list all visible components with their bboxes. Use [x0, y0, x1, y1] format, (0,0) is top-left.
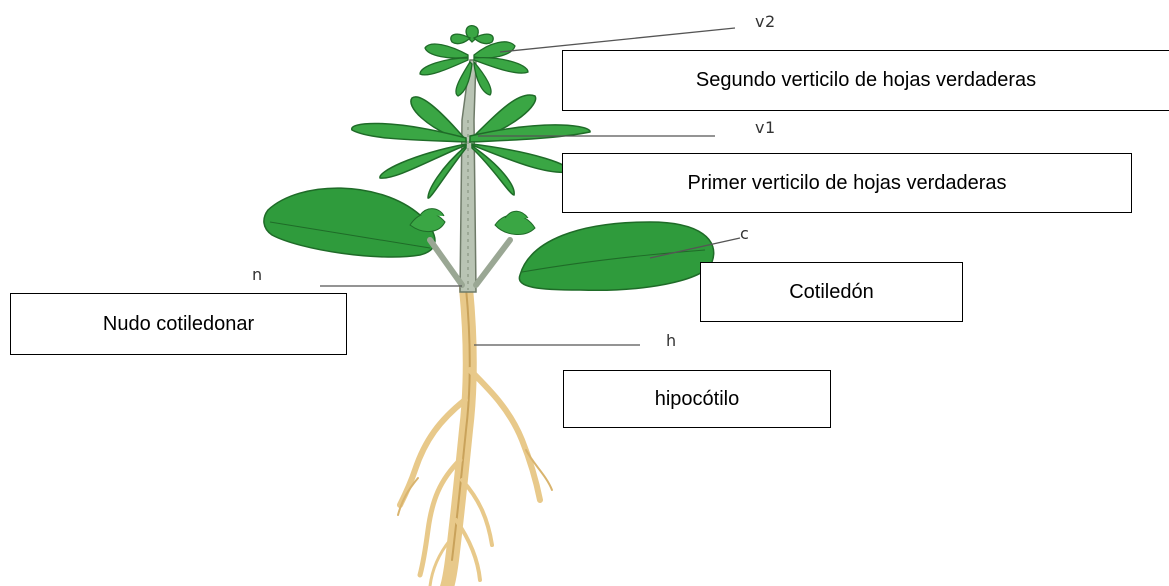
label-box-n: Nudo cotiledonar	[10, 293, 347, 355]
stem	[460, 60, 476, 292]
label-box-v1: Primer verticilo de hojas verdaderas	[562, 153, 1132, 213]
code-h: h	[666, 333, 677, 349]
root-system	[398, 288, 552, 586]
label-box-v2: Segundo verticilo de hojas verdaderas	[562, 50, 1169, 111]
code-v2: v2	[755, 14, 776, 30]
code-v1: v1	[755, 120, 776, 136]
label-box-h: hipocótilo	[563, 370, 831, 428]
code-c: c	[740, 226, 749, 242]
leader-v2	[500, 28, 735, 52]
code-n: n	[252, 267, 263, 283]
label-box-c: Cotiledón	[700, 262, 963, 322]
